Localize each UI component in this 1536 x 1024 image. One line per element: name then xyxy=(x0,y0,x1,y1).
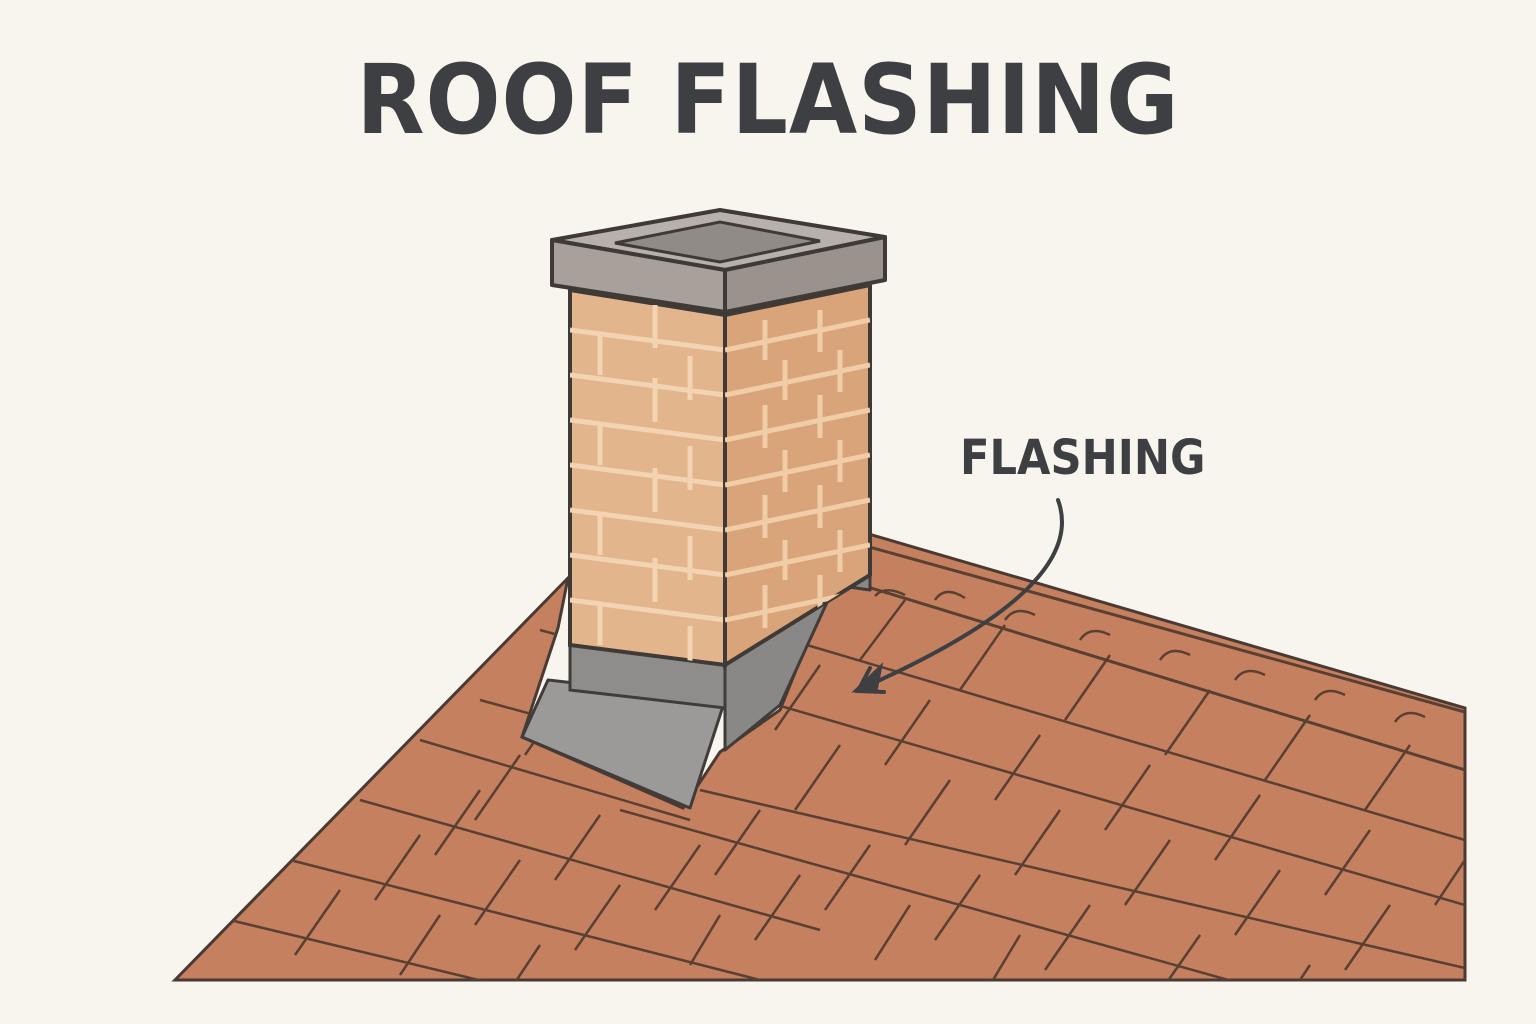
flashing-callout-label: FLASHING xyxy=(960,430,1206,486)
chimney xyxy=(550,208,887,669)
callout-arrow xyxy=(851,498,1064,694)
page-title: ROOF FLASHING xyxy=(356,44,1180,156)
